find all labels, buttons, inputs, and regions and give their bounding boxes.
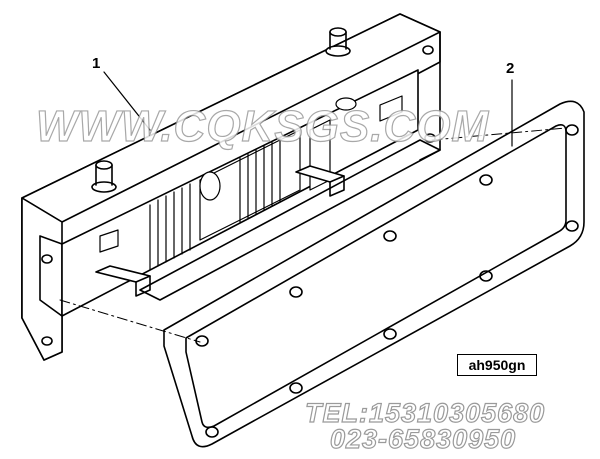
leader-line-1 <box>103 71 151 131</box>
watermark-tel: TEL:15310305680 <box>304 397 546 428</box>
stud-right <box>325 27 351 57</box>
alignment-line <box>59 127 567 343</box>
cover-housing <box>21 13 441 361</box>
callout-1: 1 <box>92 55 101 72</box>
watermark-phone: 023-65830950 <box>329 423 517 454</box>
gasket <box>163 100 585 448</box>
diagram-code-label: ah950gn <box>457 354 537 376</box>
callout-2: 2 <box>506 60 515 77</box>
stud-left <box>91 160 117 193</box>
watermark-site: WWW.CQKSGS.COM <box>35 101 490 151</box>
